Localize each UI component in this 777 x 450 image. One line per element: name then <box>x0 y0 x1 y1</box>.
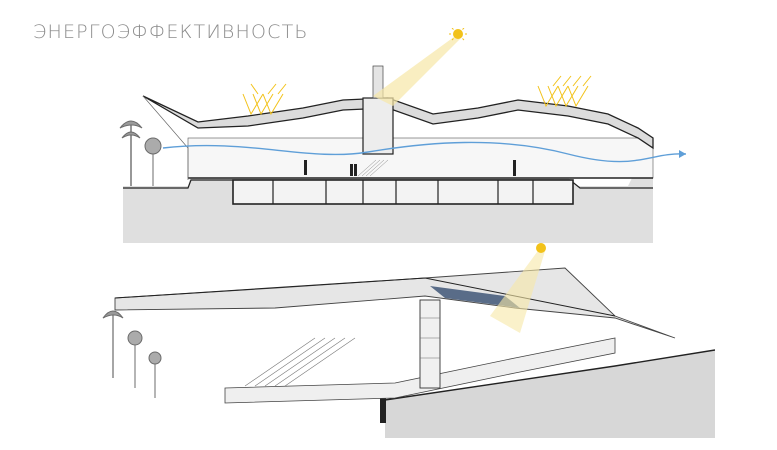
basement-level <box>232 179 574 205</box>
solar-panel-icon <box>430 286 520 308</box>
tree-icon <box>144 137 162 186</box>
reflected-sunlight-arrows-icon <box>242 75 592 116</box>
axon-stairs <box>244 337 356 387</box>
sun-rays-icon <box>449 28 467 41</box>
axon-roof <box>114 267 676 339</box>
airflow-arrow-icon <box>162 141 687 163</box>
light-shaft <box>362 97 394 155</box>
tree-icon <box>148 351 162 398</box>
sunlight-beam-icon <box>373 34 463 106</box>
retaining-wall <box>380 398 386 423</box>
tree-icon <box>102 310 124 378</box>
basement-walls <box>272 180 534 204</box>
interior-stairs <box>357 159 389 177</box>
axon-roof-ridge <box>114 277 616 317</box>
tree-icon <box>127 330 143 388</box>
sun-icon <box>536 243 546 253</box>
sunlight-beam-icon <box>490 248 545 333</box>
page-title: ЭНЕРГОЭФФЕКТИВНОСТЬ <box>33 21 309 43</box>
roof-shell <box>142 95 654 150</box>
terrain-edge <box>384 349 715 401</box>
building-section-drawing <box>119 28 687 243</box>
axon-tower-floors <box>420 317 440 359</box>
axon-core-tower <box>419 299 441 389</box>
tree-icon <box>119 120 143 186</box>
roof-edge-support <box>142 95 189 180</box>
terrain-block <box>385 350 715 438</box>
person-icon <box>304 160 516 176</box>
airflow-arrowhead-icon <box>679 150 686 158</box>
sun-icon <box>453 29 463 39</box>
building-axonometric-drawing <box>102 243 715 438</box>
